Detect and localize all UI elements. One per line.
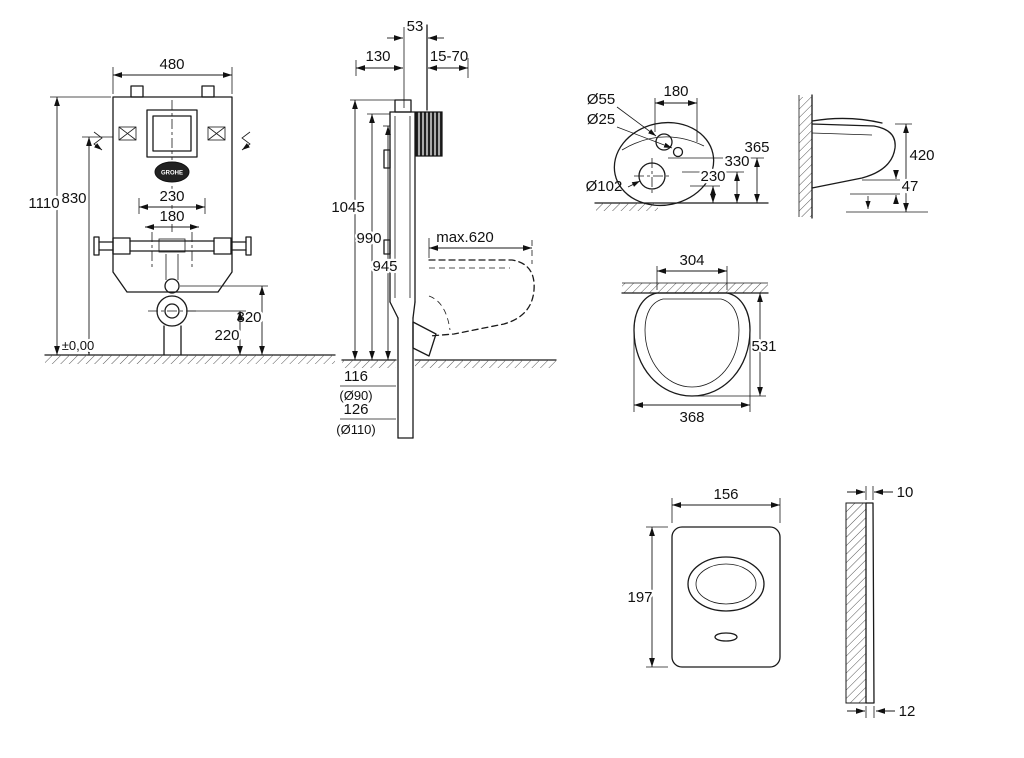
plate-boss-upper [383, 149, 391, 169]
label-dia102: Ø102 [586, 178, 623, 195]
dim-420: 420 [909, 147, 934, 164]
flush-plate-slot [714, 632, 738, 642]
dim-10: 10 [897, 484, 914, 501]
dim-230-rail: 230 [159, 188, 184, 205]
flush-hole [655, 133, 673, 151]
rail-bracket-left [112, 237, 131, 255]
plate-wall-section [845, 502, 867, 704]
dim-116-dia: (Ø90) [339, 388, 372, 403]
cistern-side-view: 53 130 15-70 1045 [329, 18, 557, 439]
dim-116: 116 [344, 368, 368, 385]
wall-hatch [799, 97, 812, 217]
ground-hatch [45, 355, 335, 364]
rail-label-plate [158, 238, 186, 253]
fixing-right [207, 126, 226, 141]
dim-180-holes: 180 [663, 83, 688, 100]
flush-plate-side-view: 10 12 [845, 484, 916, 720]
wall-bowl-outline [811, 123, 896, 189]
dim-330: 330 [724, 153, 749, 170]
grohe-logo-text: GROHE [161, 171, 183, 177]
label-dia55: Ø55 [587, 91, 615, 108]
adjust-arrow-right [241, 131, 251, 151]
bowl-outline [613, 121, 715, 207]
flush-button-outer [687, 556, 765, 612]
flush-plate-body [671, 526, 781, 668]
dim-230-height: 230 [700, 168, 725, 185]
flush-button-inner [695, 563, 757, 605]
dim-12: 12 [899, 703, 916, 720]
dim-304: 304 [679, 252, 704, 269]
flush-plate-front-view: 156 197 [625, 486, 781, 668]
cistern-front-view: GROHE 230 180 [26, 56, 336, 364]
dim-53: 53 [407, 18, 424, 35]
dim-1110: 1110 [28, 195, 59, 212]
bowl-plan-outer [633, 292, 751, 397]
dim-220: 220 [214, 327, 239, 344]
dim-830: 830 [61, 190, 86, 207]
seat-lid-line [811, 117, 883, 124]
dim-197: 197 [627, 589, 652, 606]
dim-180-frame: 180 [159, 208, 184, 225]
dim-15-70: 15-70 [430, 48, 468, 65]
frame-tab-right [201, 85, 215, 98]
dim-480: 480 [159, 56, 184, 73]
frame-tab-left [130, 85, 144, 98]
bowl-wall-view: 420 47 [798, 94, 937, 219]
wall-anchor-right [245, 236, 252, 256]
dim-365: 365 [744, 139, 769, 156]
dim-126-dia: (Ø110) [336, 422, 376, 437]
dim-156: 156 [713, 486, 738, 503]
dim-531: 531 [751, 338, 776, 355]
bowl-rim-line [621, 136, 705, 151]
pan-outline-dashed [428, 259, 535, 337]
adjust-arrow-left [93, 131, 103, 151]
dim-max620: max.620 [436, 229, 494, 246]
tank-cap [394, 99, 412, 113]
dim-990: 990 [356, 230, 381, 247]
fixing-left [118, 126, 137, 141]
bowl-top-view: 304 531 368 [621, 252, 779, 426]
label-dia25: Ø25 [587, 111, 615, 128]
wall-bracket-knurl [415, 111, 443, 157]
wall-band-hatch [622, 283, 768, 293]
inlet-connection [164, 278, 180, 294]
dim-368: 368 [679, 409, 704, 426]
dim-126: 126 [343, 401, 368, 418]
drain-elbow [412, 321, 437, 357]
dim-47: 47 [902, 178, 919, 195]
floor-level-label: ±0,00 [62, 338, 94, 353]
plate-boss-lower [383, 239, 391, 255]
frame-outline [112, 96, 233, 293]
dim-1045: 1045 [331, 199, 364, 216]
bowl-plan-inner [644, 298, 740, 388]
flush-bend [156, 295, 188, 327]
rail-bracket-right [213, 237, 232, 255]
dim-130: 130 [365, 48, 390, 65]
plate-profile [865, 502, 875, 704]
dim-945: 945 [372, 258, 397, 275]
fixing-hole [672, 146, 684, 158]
grohe-logo [154, 161, 190, 183]
bowl-side-view: Ø55 Ø25 Ø102 180 365 330 230 [586, 83, 772, 211]
wall-anchor-left [93, 236, 100, 256]
